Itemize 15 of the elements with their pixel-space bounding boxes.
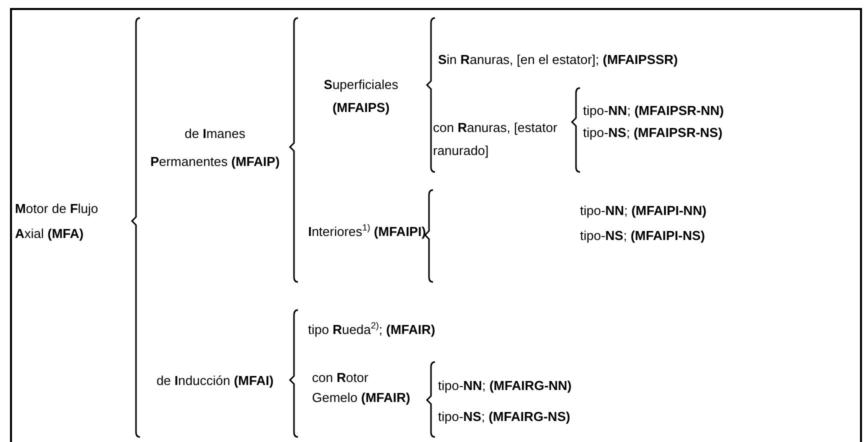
category-label: Interiores$^{1)}$ (MFAIPI) xyxy=(308,222,426,241)
category-label: de Imanes Permanentes (MFAIP) xyxy=(149,125,281,171)
category-label: Sin Ranuras, [en el estator]; (MFAIPSSR) xyxy=(438,51,679,69)
category-label: tipo-NN; (MFAIRG-NN) xyxy=(438,377,573,395)
category-label: con Rotor Gemelo (MFAIR) xyxy=(312,369,412,407)
category-label: Motor de Flujo Axial (MFA) xyxy=(15,200,100,243)
category-label: tipo-NS; (MFAIPI-NS) xyxy=(580,227,706,245)
category-label: tipo-NN; (MFAIPI-NN) xyxy=(580,202,708,220)
category-label: tipo-NN; (MFAIPSR-NN) xyxy=(583,102,725,120)
category-label: con Ranuras, [estator ranurado] xyxy=(433,119,558,160)
category-label: tipo-NS; (MFAIRG-NS) xyxy=(438,408,572,426)
category-label: tipo-NS; (MFAIPSR-NS) xyxy=(583,124,724,142)
category-label: de Inducción (MFAI) xyxy=(155,372,275,390)
category-label: Superficiales (MFAIPS) xyxy=(322,76,400,117)
category-label: tipo Rueda$^{2)}$; (MFAIR) xyxy=(308,320,436,339)
